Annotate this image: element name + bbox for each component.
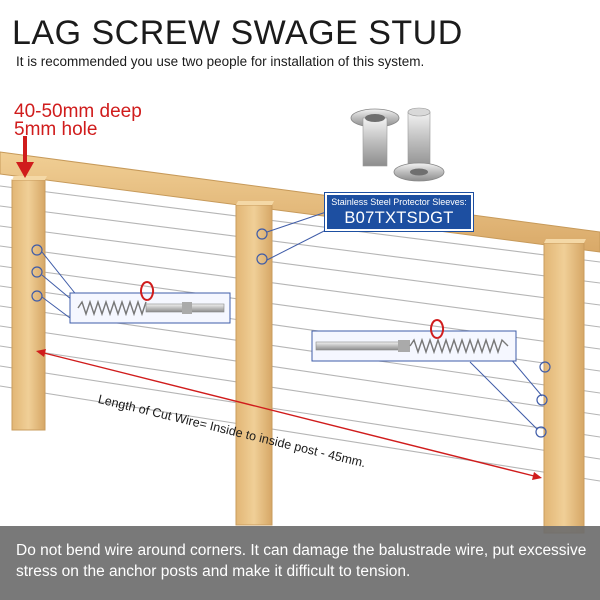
protector-sleeves-image xyxy=(338,100,458,192)
lag-screw-detail-right xyxy=(311,319,517,362)
post-middle xyxy=(235,201,274,526)
protector-sleeve-code: B07TXTSDGT xyxy=(344,209,454,227)
cut-length-arrow xyxy=(36,349,542,480)
anchor-markers xyxy=(31,228,551,438)
handrail xyxy=(0,151,600,253)
drill-depth-line: 40-50mm deep xyxy=(14,101,142,122)
leader-lines xyxy=(41,207,543,430)
warning-footer: Do not bend wire around corners. It can … xyxy=(0,526,600,600)
post-right xyxy=(543,239,586,534)
protector-sleeve-caption: Stainless Steel Protector Sleeves: xyxy=(331,197,467,207)
post-left xyxy=(11,176,47,431)
drill-depth-note: 40-50mm deep 5mm hole xyxy=(14,101,142,140)
protector-sleeve-label: Stainless Steel Protector Sleeves: B07TX… xyxy=(324,192,474,232)
page-title: LAG SCREW SWAGE STUD xyxy=(12,14,463,52)
drill-depth-arrow xyxy=(16,136,34,178)
lag-screw-detail-left xyxy=(69,281,231,324)
drill-hole-line: 5mm hole xyxy=(14,119,98,140)
page-subtitle: It is recommended you use two people for… xyxy=(16,54,425,69)
warning-text: Do not bend wire around corners. It can … xyxy=(16,542,587,580)
